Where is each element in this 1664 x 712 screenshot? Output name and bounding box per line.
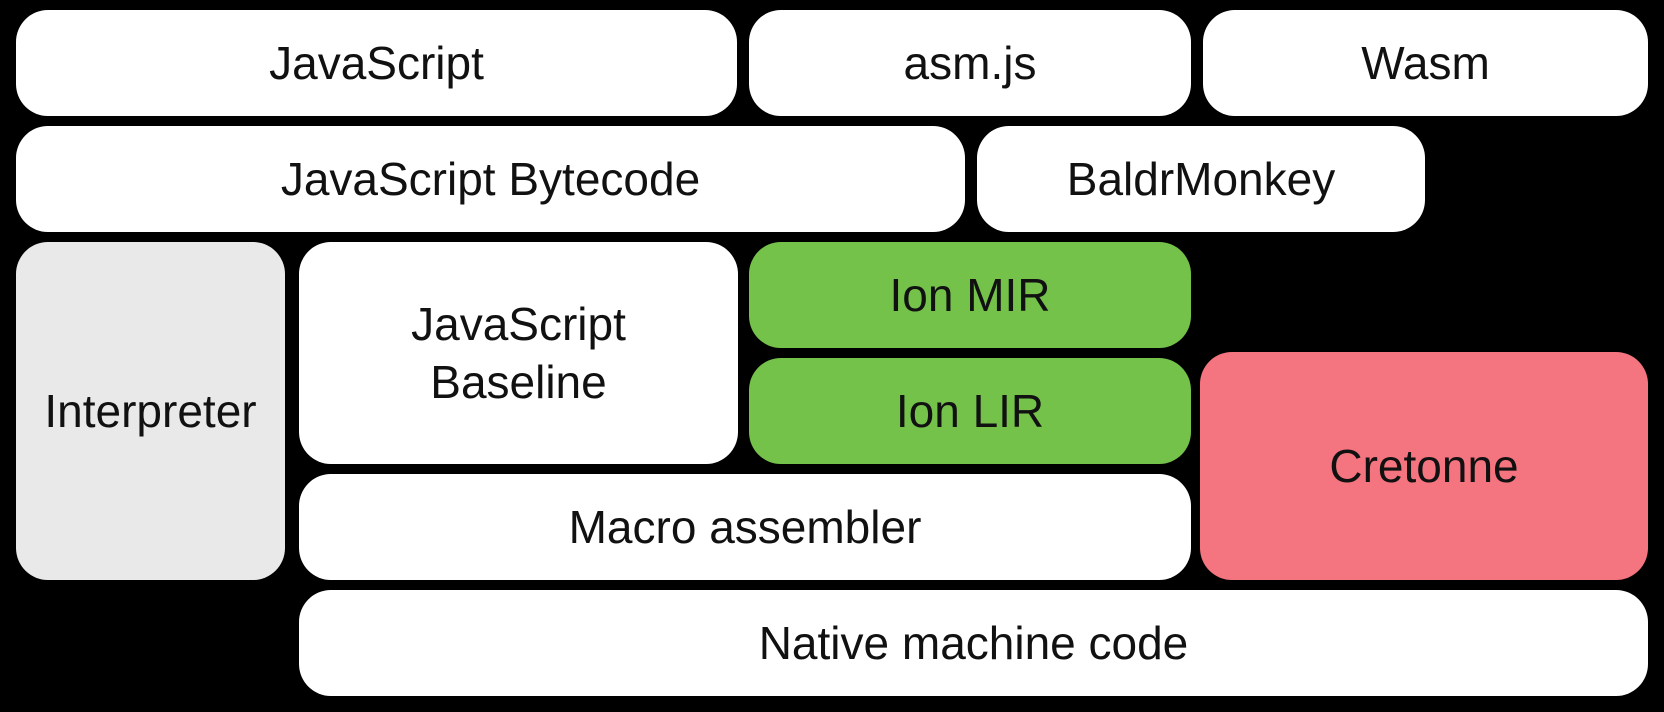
box-baldrmonkey: BaldrMonkey (977, 126, 1425, 232)
box-ion-lir-label: Ion LIR (895, 385, 1045, 437)
box-javascript-bytecode-label: JavaScript Bytecode (280, 153, 701, 205)
box-cretonne-label: Cretonne (1329, 440, 1519, 492)
box-wasm-label: Wasm (1361, 37, 1490, 89)
box-asmjs-label: asm.js (903, 37, 1037, 89)
box-native-machine-code: Native machine code (299, 590, 1648, 696)
box-wasm: Wasm (1203, 10, 1648, 116)
baseline-label-line2: Baseline (430, 356, 607, 408)
box-baldrmonkey-label: BaldrMonkey (1066, 153, 1336, 205)
box-macro-assembler-label: Macro assembler (568, 501, 922, 553)
box-javascript-bytecode: JavaScript Bytecode (16, 126, 965, 232)
box-native-machine-code-label: Native machine code (758, 617, 1189, 669)
box-cretonne: Cretonne (1200, 352, 1648, 580)
box-ion-mir: Ion MIR (749, 242, 1191, 348)
box-javascript-baseline: JavaScript Baseline (299, 242, 738, 464)
box-macro-assembler: Macro assembler (299, 474, 1191, 580)
box-ion-lir: Ion LIR (749, 358, 1191, 464)
box-javascript-label: JavaScript (269, 37, 484, 89)
box-interpreter-label: Interpreter (44, 385, 257, 437)
box-javascript: JavaScript (16, 10, 737, 116)
box-javascript-baseline-label: JavaScript Baseline (411, 295, 626, 411)
box-asmjs: asm.js (749, 10, 1191, 116)
baseline-label-line1: JavaScript (411, 298, 626, 350)
box-interpreter: Interpreter (16, 242, 285, 580)
box-ion-mir-label: Ion MIR (889, 269, 1051, 321)
